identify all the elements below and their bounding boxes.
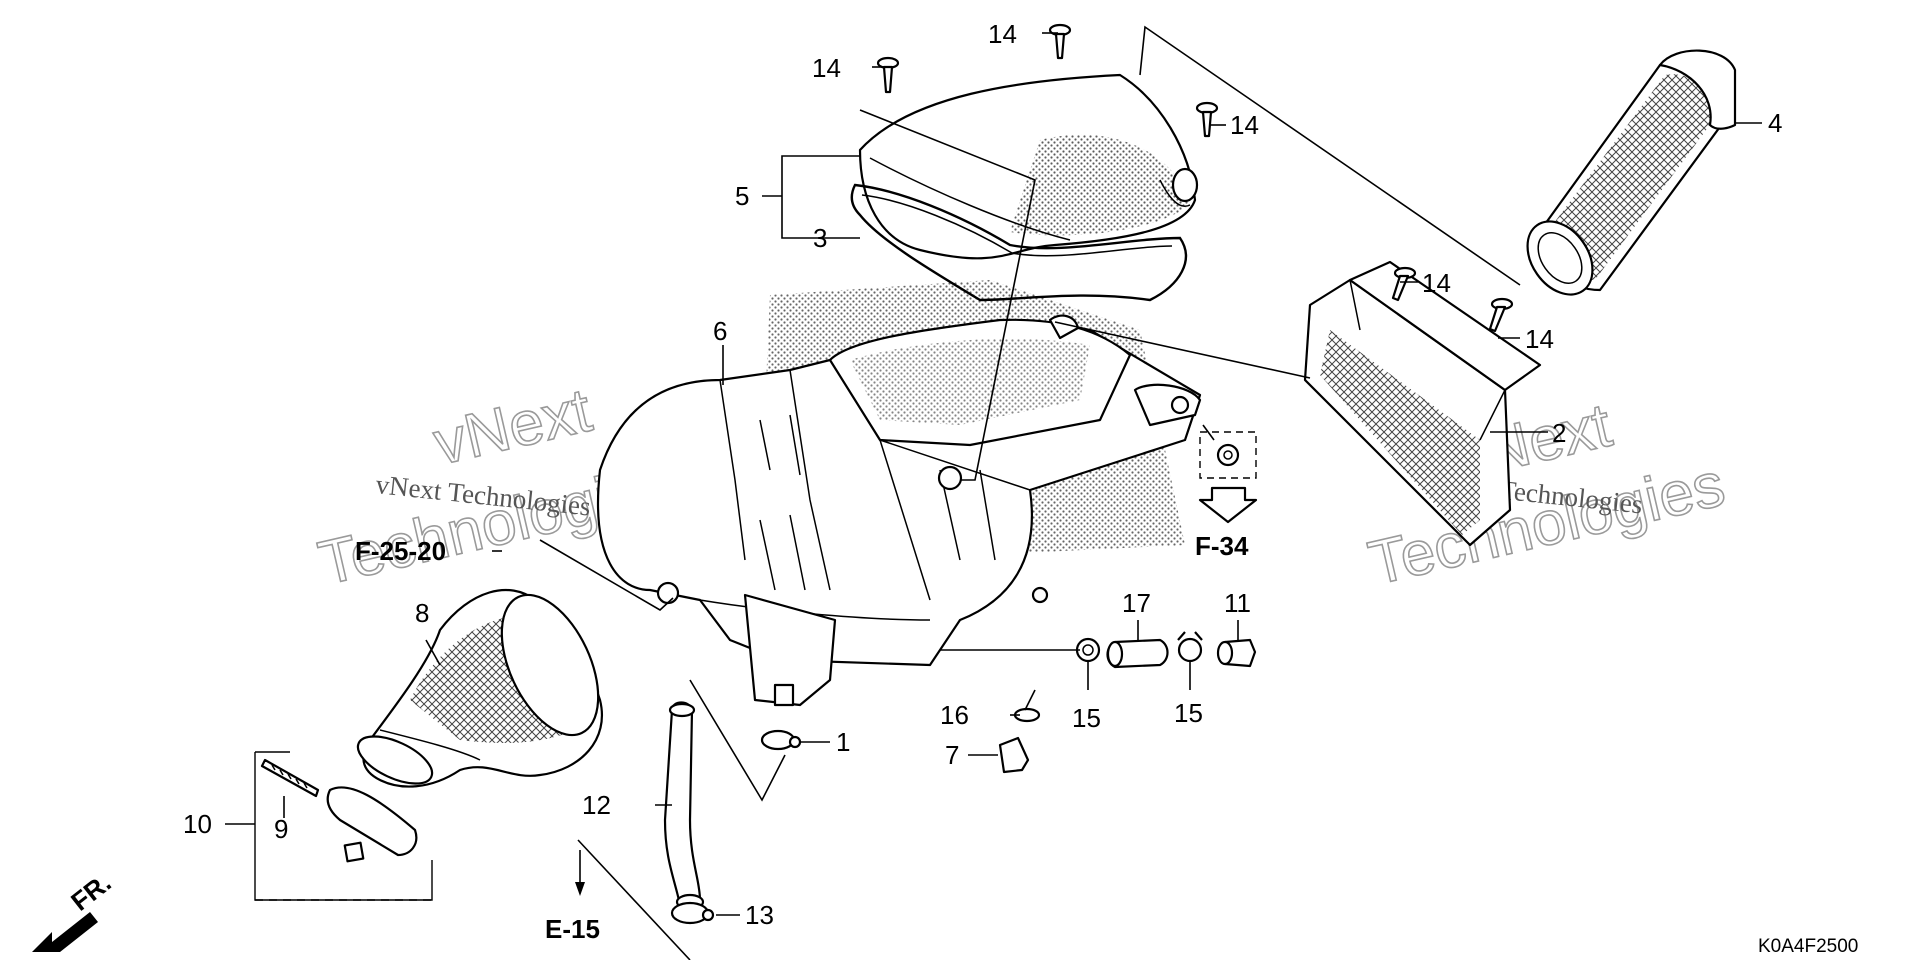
callout-15-b: 15 [1174, 698, 1203, 728]
callout-4: 4 [1768, 108, 1782, 138]
callout-1: 1 [836, 727, 850, 757]
callout-14-a: 14 [988, 19, 1017, 49]
intake-duct [356, 588, 603, 788]
screw-14-b [876, 56, 900, 94]
clip-15-left [1075, 637, 1101, 663]
clamp-1 [760, 729, 802, 751]
callout-6: 6 [713, 316, 727, 346]
ref-e-15: E-15 [545, 914, 600, 944]
callout-9: 9 [274, 814, 288, 844]
svg-text:vNext: vNext [428, 376, 598, 479]
callout-7: 7 [945, 740, 959, 770]
callout-17: 17 [1122, 588, 1151, 618]
callout-14-d: 14 [1422, 268, 1451, 298]
clip-15-right [1177, 631, 1203, 663]
screw-14-e [1488, 297, 1514, 333]
diagram-code: K0A4F2500 [1758, 936, 1858, 957]
cover-seal [850, 183, 1188, 302]
callout-5: 5 [735, 181, 749, 211]
callout-13: 13 [745, 900, 774, 930]
callout-15-a: 15 [1072, 703, 1101, 733]
clamp-assembly [254, 751, 433, 901]
front-direction-arrow [32, 912, 98, 952]
clamp-13 [670, 901, 715, 925]
callout-14-c: 14 [1230, 110, 1259, 140]
screw-14-c [1195, 101, 1219, 138]
callout-10: 10 [183, 809, 212, 839]
bolt-f34 [1199, 424, 1257, 479]
air-cleaner-case [596, 314, 1202, 707]
ref-f-34: F-34 [1195, 531, 1249, 561]
leader-lines [225, 25, 1762, 960]
callout-8: 8 [415, 598, 429, 628]
f34-arrow [1198, 486, 1258, 524]
callout-14-e: 14 [1525, 324, 1554, 354]
e15-arrow [575, 850, 585, 896]
callout-16: 16 [940, 700, 969, 730]
front-label: FR. [65, 867, 116, 916]
callout-11: 11 [1224, 588, 1251, 618]
plug-11 [1216, 638, 1257, 668]
drain-plug-7 [998, 736, 1030, 774]
callout-14-b: 14 [812, 53, 841, 83]
callout-12: 12 [582, 790, 611, 820]
callout-3: 3 [813, 223, 827, 253]
callout-2: 2 [1552, 418, 1566, 448]
air-filter-element [1526, 49, 1737, 296]
air-cleaner-cover [858, 73, 1199, 260]
ref-f-25-20: F-25-20 [355, 536, 446, 566]
screw-14-a [1048, 23, 1072, 60]
breather-hose-17 [1106, 638, 1169, 669]
